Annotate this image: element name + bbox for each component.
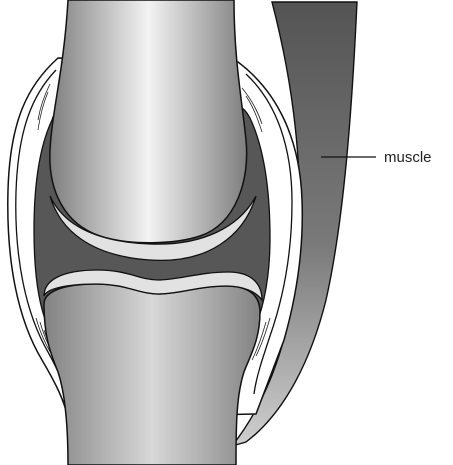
lower-bone (44, 284, 260, 465)
muscle-label: muscle (384, 149, 432, 166)
upper-bone (50, 0, 247, 243)
